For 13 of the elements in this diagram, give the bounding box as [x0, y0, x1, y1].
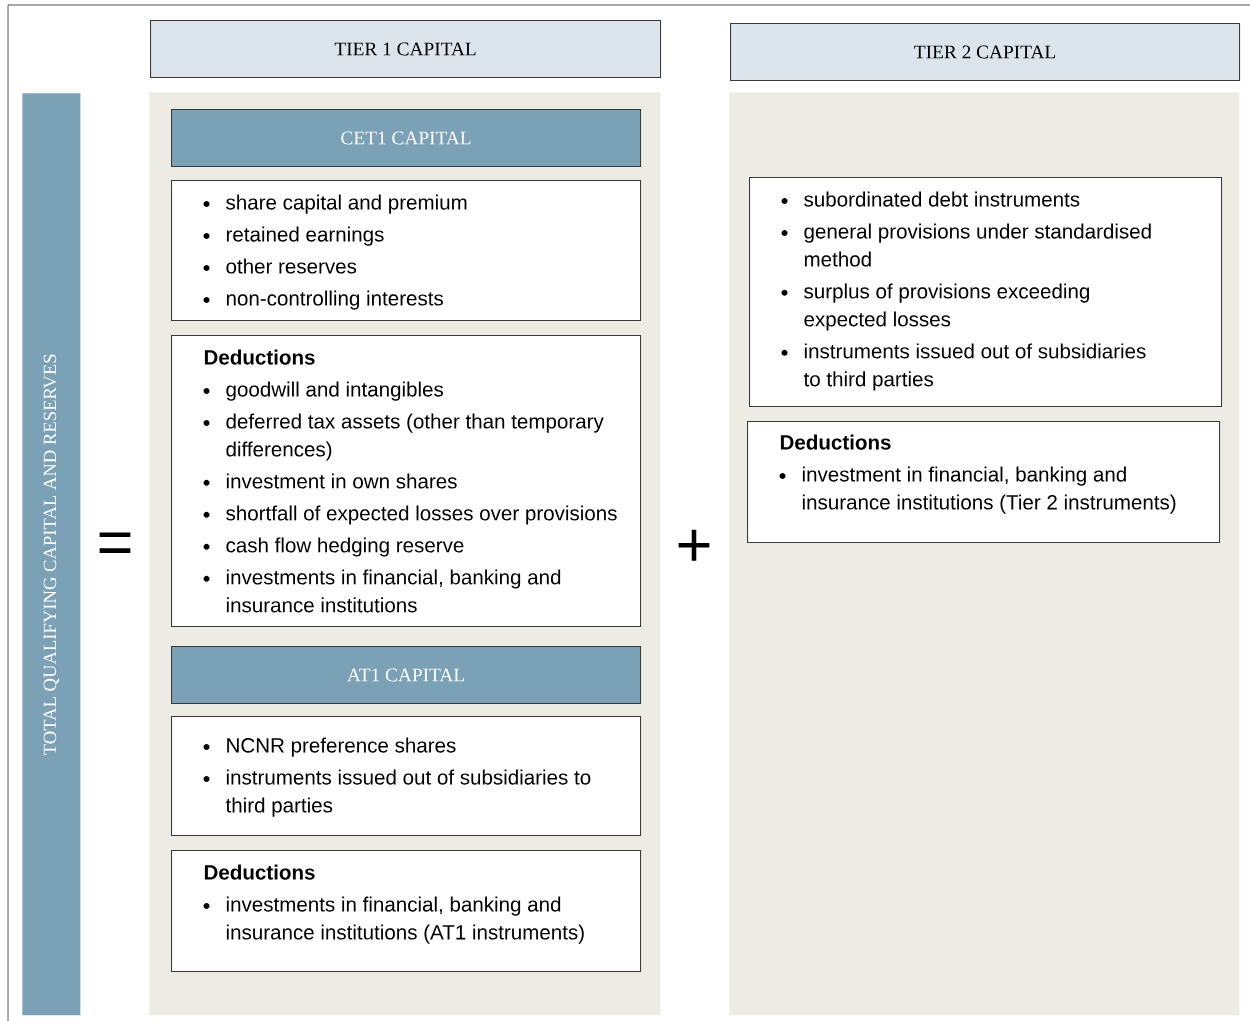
- plus-sign: +: [678, 529, 710, 561]
- section-header: AT1 CAPITAL: [171, 646, 642, 705]
- list-box: Deductions investments in financial, banking and insurance institutions (AT1 instruments): [171, 850, 642, 973]
- side-band: TOTAL QUALIFYING CAPITAL AND RESERVES: [22, 93, 81, 1016]
- list-box: Deductions goodwill and intangibles deferred tax assets (other than temporary differences) investment in own shares shortfall of expected losses over provisions cash flow hedging reserve investments in financial, banking and insurance institutions: [171, 335, 642, 628]
- list-box: share capital and premium retained earnings other reserves non-controlling interests: [171, 180, 642, 322]
- list-box: Deductions investment in financial, banking and insurance institutions (Tier 2 instruments): [747, 421, 1221, 544]
- column-header: TIER 1 CAPITAL: [150, 20, 662, 79]
- column-header: TIER 2 CAPITAL: [730, 23, 1241, 82]
- list-box: NCNR preference shares instruments issued out of subsidiaries to third parties: [171, 716, 642, 837]
- equals-sign: =: [99, 532, 131, 553]
- section-header: CET1 CAPITAL: [171, 109, 642, 168]
- list-box: subordinated debt instruments general provisions under standardised method surplus of provisions exceeding expected losses instruments issued out of subsidiaries to third parties: [749, 177, 1223, 408]
